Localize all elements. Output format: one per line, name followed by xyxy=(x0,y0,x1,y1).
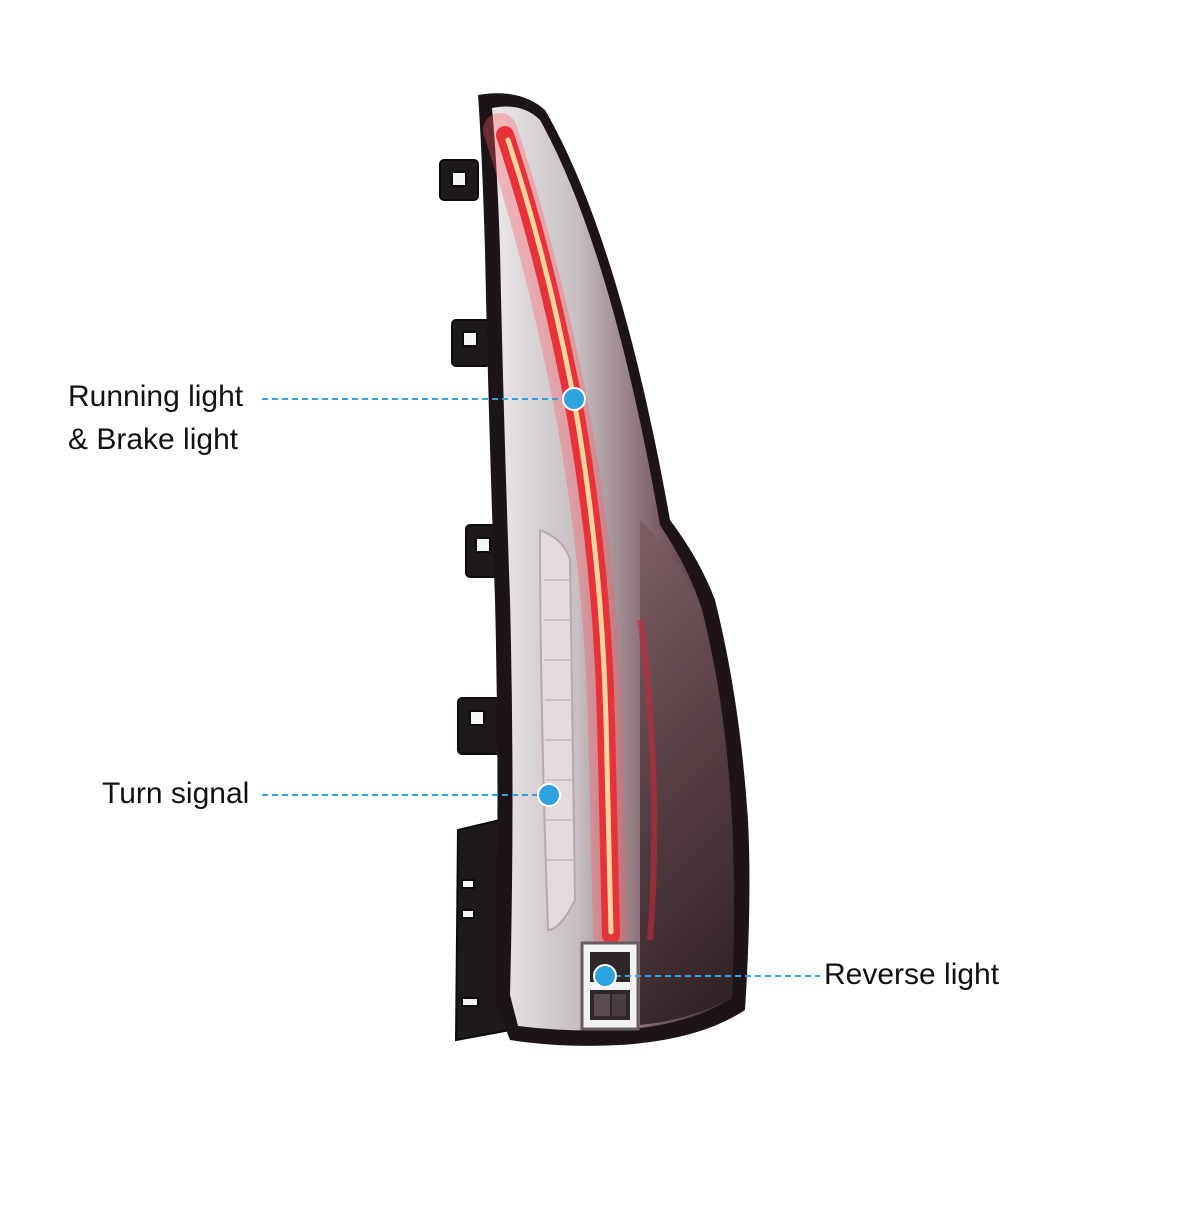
turn-signal-segments xyxy=(544,579,574,861)
reverse-light-block xyxy=(580,941,640,1031)
light-strip-core xyxy=(505,137,614,935)
callout-label-turn-signal: Turn signal xyxy=(102,777,250,810)
callout-label-running-line2: & Brake light xyxy=(68,423,239,456)
callout-label-reverse-light: Reverse light xyxy=(824,958,1000,991)
callout-dot-turn xyxy=(537,783,561,807)
callout-dot-running xyxy=(562,387,586,411)
callout-dot-reverse xyxy=(593,964,617,988)
callout-label-running-line1: Running light xyxy=(68,380,244,413)
light-strip-accent xyxy=(637,619,658,941)
lower-chamber xyxy=(640,520,734,1025)
turn-signal-strip xyxy=(538,528,577,932)
